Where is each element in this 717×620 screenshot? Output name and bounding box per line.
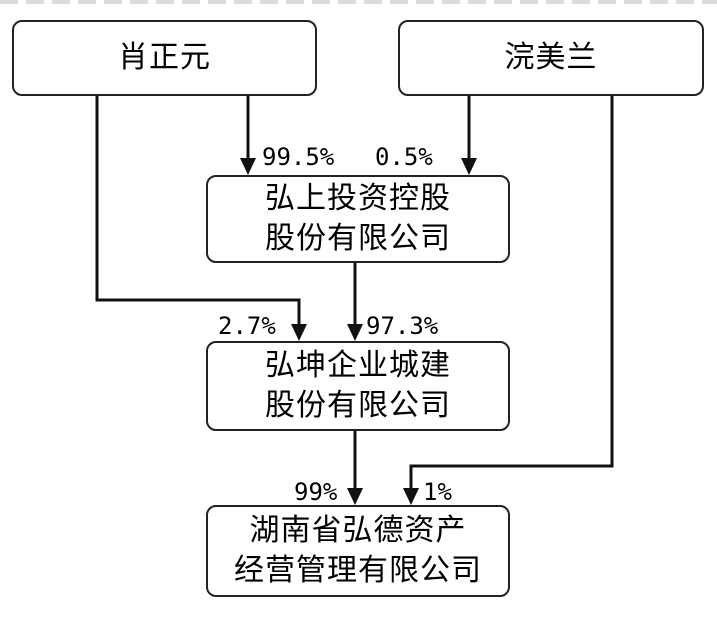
cropped-top-edge [0, 0, 717, 6]
node-label: 浣美兰 [504, 40, 598, 75]
arrowhead-icon [461, 158, 477, 175]
arrowhead-icon [347, 324, 363, 341]
arrowhead-icon [291, 324, 307, 341]
edge-label-hongshang-hongkun: 97.3% [366, 312, 439, 340]
node-label: 肖正元 [118, 40, 211, 75]
edge-label-huan-hongde: 1% [423, 478, 452, 506]
edge-xiao-hongkun [95, 96, 301, 326]
node-label-line2: 股份有限公司 [265, 388, 451, 423]
node-hongde-asset-mgmt: 湖南省弘德资产 经营管理有限公司 [206, 505, 510, 597]
arrowhead-icon [403, 488, 419, 505]
node-label-line1: 湖南省弘德资产 [249, 513, 467, 548]
edge-huan-hongde [409, 96, 614, 490]
edge-label-hongkun-hongde: 99% [294, 478, 338, 506]
arrowhead-icon [240, 158, 256, 175]
node-xiao-zhengyuan: 肖正元 [12, 20, 317, 96]
arrowhead-icon [347, 488, 363, 505]
edge-label-xiao-hongshang: 99.5% [262, 143, 335, 171]
edge-label-xiao-hongkun: 2.7% [218, 312, 276, 340]
node-hongshang-holdings: 弘上投资控股 股份有限公司 [206, 175, 510, 263]
node-label-line2: 股份有限公司 [265, 221, 451, 256]
node-label-line1: 弘坤企业城建 [265, 348, 451, 383]
node-label-line2: 经营管理有限公司 [234, 553, 482, 588]
node-label-line1: 弘上投资控股 [265, 181, 451, 216]
edge-label-huan-hongshang: 0.5% [375, 143, 433, 171]
node-hongkun-construction: 弘坤企业城建 股份有限公司 [206, 341, 510, 431]
node-huan-meilan: 浣美兰 [398, 20, 704, 96]
